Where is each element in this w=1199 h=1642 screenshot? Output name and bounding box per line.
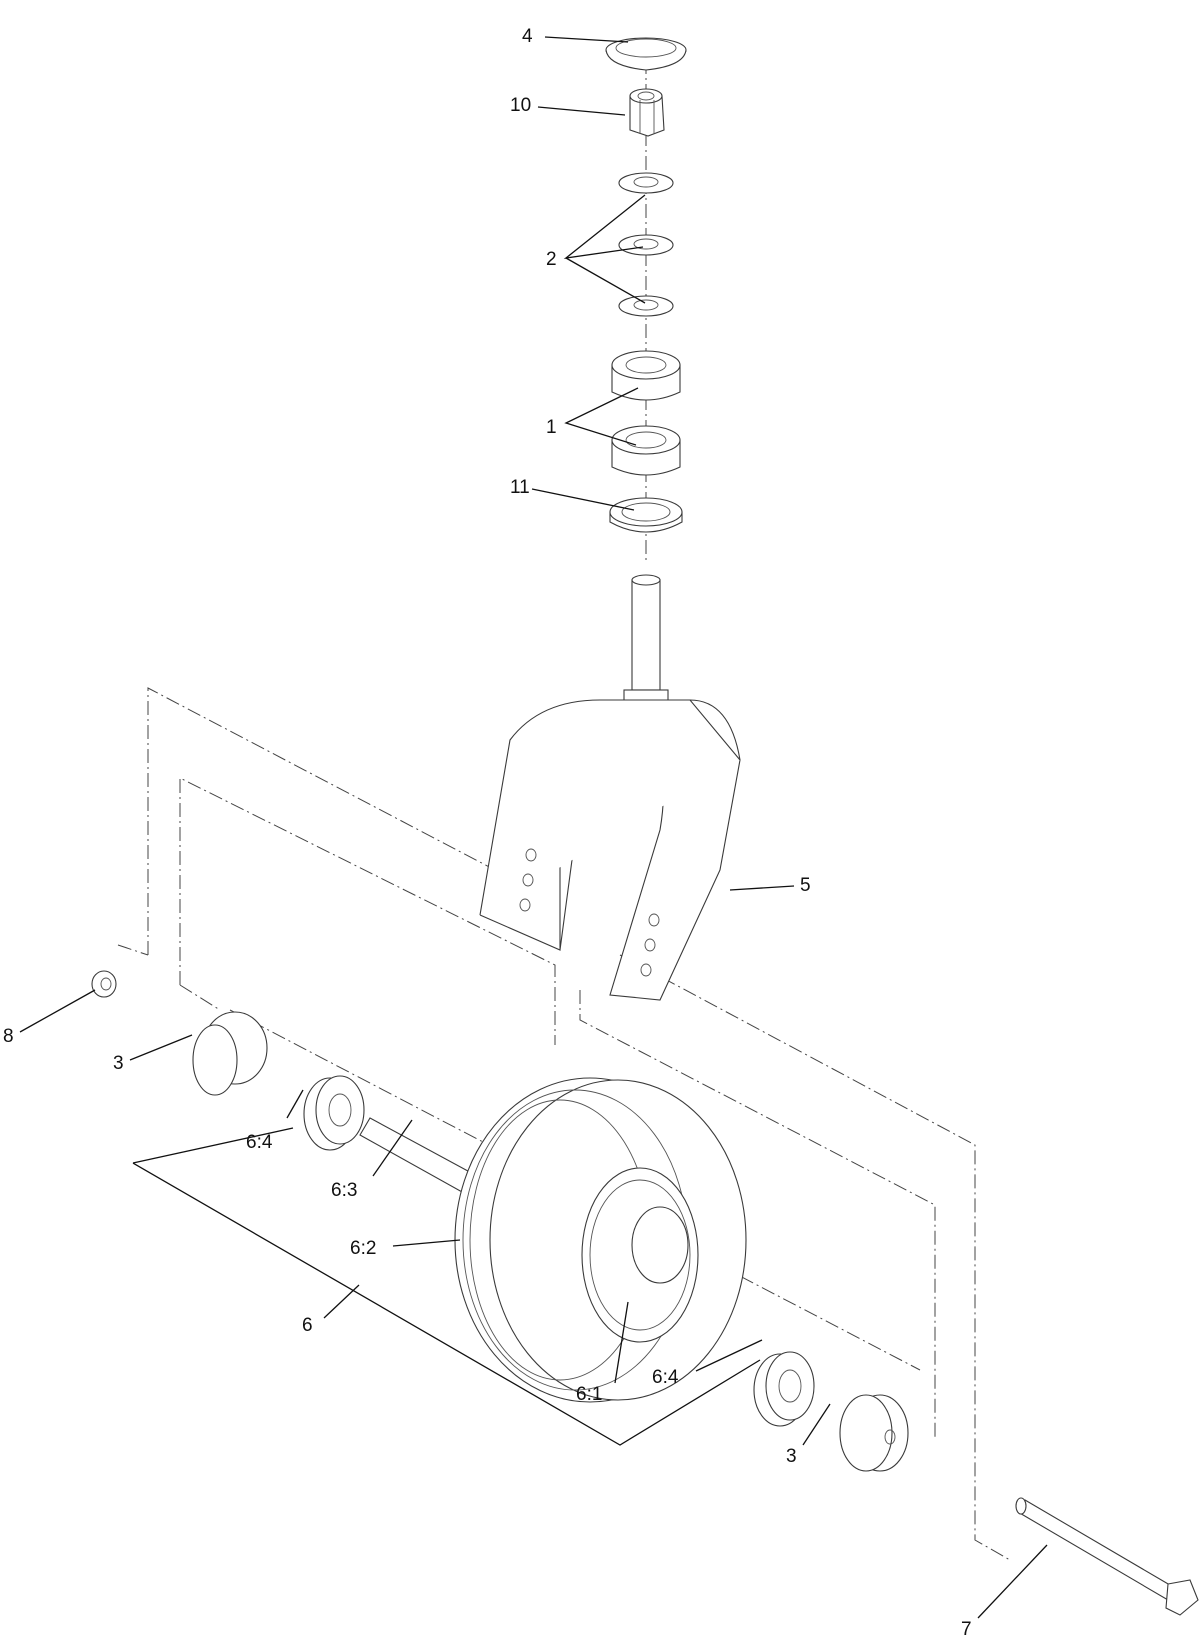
- leader-lines: [19, 36, 1048, 1619]
- part-11-seal: [609, 497, 683, 533]
- callout-7: 7: [961, 1619, 972, 1640]
- part-6-4-bearing-left: [303, 1075, 365, 1151]
- part-4-dust-cap: [605, 37, 687, 71]
- part-1-tapered-bearings: [611, 350, 681, 476]
- part-3-spacer-left: [192, 1011, 268, 1096]
- part-6-1-wheel-hub: [581, 1167, 699, 1343]
- callout-6-4-right: 6:4: [652, 1367, 679, 1388]
- callout-4: 4: [522, 26, 533, 47]
- callout-5: 5: [800, 875, 811, 896]
- callout-10: 10: [510, 95, 532, 116]
- part-5-caster-fork: [479, 574, 741, 1001]
- callout-2: 2: [546, 249, 557, 270]
- part-7-bolt: [1015, 1497, 1199, 1616]
- callout-6-1: 6:1: [576, 1384, 603, 1405]
- part-10-lock-nut: [629, 88, 665, 137]
- part-2-washers: [618, 172, 674, 317]
- callout-3-left: 3: [113, 1053, 124, 1074]
- part-3-spacer-right: [839, 1394, 909, 1472]
- callout-8: 8: [3, 1026, 14, 1047]
- callout-1: 1: [546, 417, 557, 438]
- callout-6-3: 6:3: [331, 1180, 358, 1201]
- callout-11: 11: [510, 477, 530, 498]
- callout-6-4-left: 6:4: [246, 1132, 273, 1153]
- part-6-4-bearing-right: [753, 1351, 815, 1427]
- callout-6: 6: [302, 1315, 313, 1336]
- part-8-nut: [91, 970, 117, 998]
- callout-6-2: 6:2: [350, 1238, 377, 1259]
- callout-3-right: 3: [786, 1446, 797, 1467]
- group-6-bracket: [132, 1162, 761, 1446]
